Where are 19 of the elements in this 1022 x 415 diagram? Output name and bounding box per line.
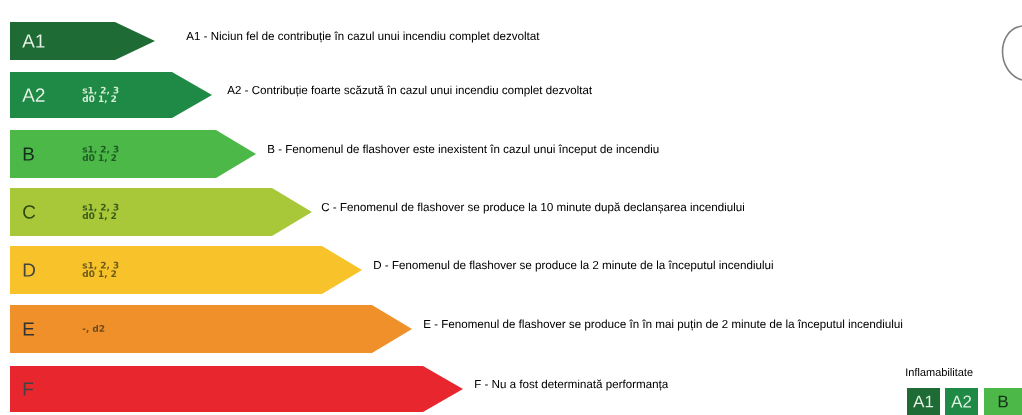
class-square: A1 bbox=[907, 388, 940, 415]
description-text: C - Fenomenul de flashover se produce la 10 minute după declanșarea incendiului bbox=[320, 201, 746, 215]
description-text: A2 - Contribuție foarte scăzută în cazul unui incendiu complet dezvoltat bbox=[226, 84, 594, 98]
band-letter: B bbox=[23, 147, 34, 161]
class-code: s1, 2, 3 d0 1, 2 bbox=[82, 86, 119, 104]
class-code: s1, 2, 3 d0 1, 2 bbox=[82, 261, 119, 279]
heading-label: Inflamabilitate bbox=[906, 367, 973, 377]
band-letter: D bbox=[23, 263, 35, 277]
class-code: s1, 2, 3 d0 1, 2 bbox=[82, 203, 119, 221]
band-letter: A1 bbox=[22, 34, 45, 48]
band-letter: A2 bbox=[22, 88, 45, 102]
class-square: A2 bbox=[945, 388, 978, 415]
band-letter: E bbox=[23, 322, 35, 336]
band-letter: F bbox=[23, 382, 34, 396]
class-code: s1, 2, 3 d0 1, 2 bbox=[82, 145, 119, 163]
band-letter: C bbox=[23, 205, 36, 219]
description-text: F - Nu a fost determinată performanța bbox=[473, 378, 670, 392]
class-square: B bbox=[984, 388, 1022, 415]
class-code: -, d2 bbox=[82, 324, 105, 334]
